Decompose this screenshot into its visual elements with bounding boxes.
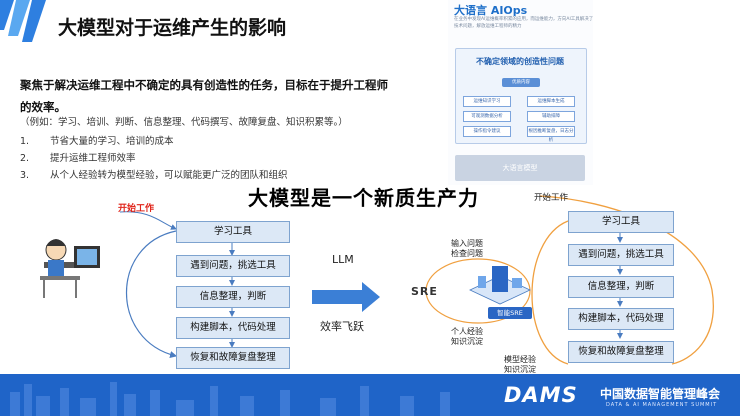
flow-step: 构建脚本，代码处理 (568, 308, 674, 330)
flow-step: 恢复和故障复盘整理 (568, 341, 674, 363)
aiops-title: 大语言 AIOps (454, 4, 528, 17)
slide-title: 大模型对于运维产生的影响 (58, 17, 287, 39)
list-item-text: 从个人经验转为模型经验，可以赋能更广泛的团队和组织 (50, 170, 288, 181)
assistant-bar: 大语言模型 (455, 155, 585, 181)
model-experience-label: 模型经验 知识沉淀 (504, 355, 536, 374)
issue-title: 不确定领域的创造性问题 (476, 57, 564, 66)
flow-step: 学习工具 (568, 211, 674, 233)
focus-statement: 聚焦于解决运维工程中不确定的具有创造性的任务，目标在于提升工程师的效率。 (20, 78, 388, 114)
left-loop-curve (125, 230, 178, 359)
start-work-label: 开始工作 (534, 193, 569, 203)
skyline-decoration (10, 382, 450, 416)
list-item-number: 2. (20, 153, 30, 164)
sre-label: SRE (411, 285, 438, 298)
smart-sre-badge: 智能SRE (488, 307, 532, 319)
list-item: 3. 从个人经验转为模型经验，可以赋能更广泛的团队和组织 (20, 167, 288, 181)
flow-step: 信息整理，判断 (176, 286, 290, 308)
right-loop-curve (531, 220, 569, 365)
flow-step: 构建脚本，代码处理 (176, 317, 290, 339)
flow-step: 信息整理，判断 (568, 276, 674, 298)
issue-cell: 可观测数据分析 (463, 111, 511, 122)
issue-tag: 优质内容 (502, 78, 540, 87)
footer-banner (0, 374, 740, 416)
llm-label: LLM (332, 253, 354, 266)
input-question-label: 输入问题 检查问题 (451, 239, 483, 258)
issue-cell: 运维脚本生成 (527, 96, 575, 107)
summit-name: 中国数据智能管理峰会 (600, 387, 721, 401)
logo-mark-icon (0, 0, 46, 42)
issue-cell: 操作指令建议 (463, 126, 511, 137)
personal-experience-label: 个人经验 知识沉淀 (451, 327, 483, 346)
aiops-description: 在业务中发现AI运维概率积累的应用，而运维能力，方向AI工具解决了技术问题，解放… (454, 17, 594, 29)
issue-cell: 运维知识学习 (463, 96, 511, 107)
summit-english-name: DATA & AI MANAGEMENT SUMMIT (606, 402, 718, 408)
list-item: 2. 提升运维工程师效率 (20, 150, 136, 164)
start-work-label: 开始工作 (118, 204, 155, 214)
flow-step: 学习工具 (176, 221, 290, 243)
list-item: 1. 节省大量的学习、培训的成本 (20, 133, 174, 147)
sre-platform-illustration (469, 266, 531, 305)
list-item-text: 节省大量的学习、培训的成本 (50, 136, 174, 147)
slogan-heading: 大模型是一个新质生产力 (248, 186, 479, 210)
example-note: （例如：学习、培训、判断、信息整理、代码撰写、故障复盘、知识积累等。） (20, 117, 348, 128)
flow-step: 恢复和故障复盘整理 (176, 347, 290, 369)
left-start-curve (119, 211, 177, 230)
dams-logo: DAMS (504, 383, 578, 407)
efficiency-label: 效率飞跃 (320, 320, 364, 333)
engineer-illustration-icon (40, 239, 100, 298)
flow-step: 遇到问题，挑选工具 (568, 244, 674, 266)
issue-cell: 根因推断复盘，日志分析 (527, 126, 575, 143)
list-item-number: 3. (20, 170, 30, 181)
list-item-number: 1. (20, 136, 30, 147)
efficiency-arrow-icon (312, 282, 380, 312)
issue-cell: 辅助排障 (527, 111, 575, 122)
flow-step: 遇到问题，挑选工具 (176, 255, 290, 277)
right-outer-curve (539, 195, 714, 365)
list-item-text: 提升运维工程师效率 (50, 153, 136, 164)
